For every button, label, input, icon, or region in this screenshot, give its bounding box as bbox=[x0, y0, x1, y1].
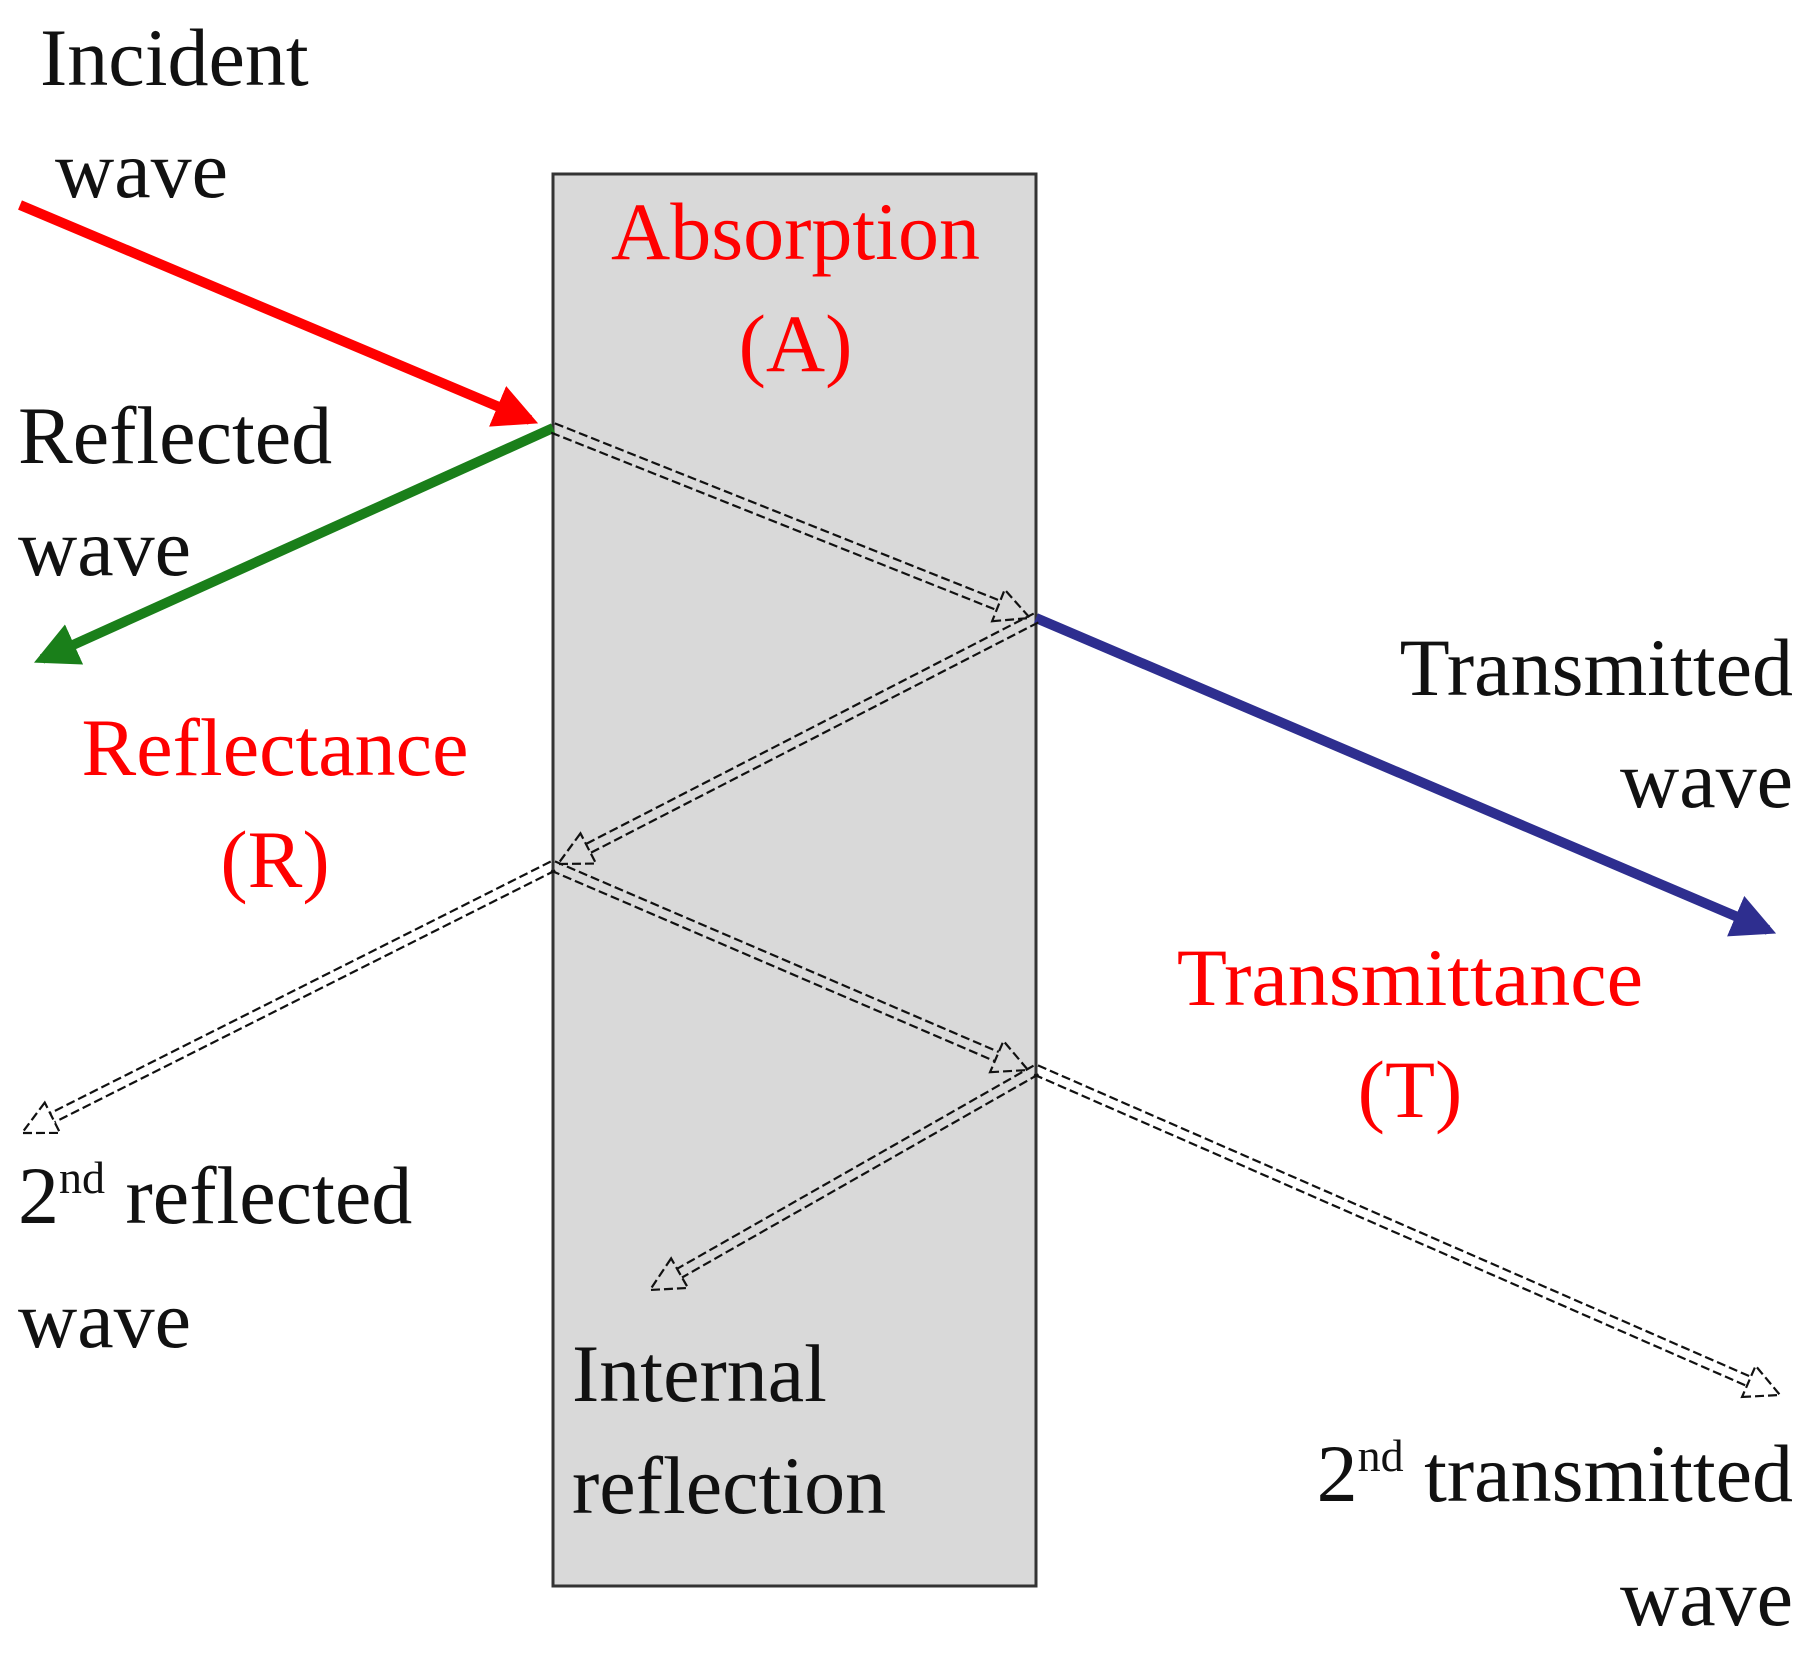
second-transmitted-line-2: wave bbox=[1619, 1552, 1793, 1643]
dashed-arrows bbox=[19, 422, 1783, 1399]
second-transmitted-num: 2 bbox=[1316, 1428, 1358, 1519]
internal-ray-3-arrow-rail bbox=[550, 869, 996, 1063]
reflected-wave-label: Reflected wave bbox=[18, 380, 332, 604]
incident-line-1: Incident bbox=[40, 12, 309, 103]
internal-ray-3-arrow-head bbox=[988, 1038, 1031, 1074]
second-transmitted-wave-label: 2nd transmitted wave bbox=[1317, 1418, 1793, 1654]
second-reflected-sup: nd bbox=[59, 1152, 105, 1203]
reflectance-label: Reflectance (R) bbox=[40, 692, 510, 916]
material-slab bbox=[551, 172, 1038, 1588]
absorption-line-1: Absorption bbox=[611, 186, 980, 277]
second-transmitted-sup: nd bbox=[1357, 1430, 1404, 1481]
second-reflected-arrow-rail bbox=[49, 860, 552, 1115]
internal-reflection-arrow-rail bbox=[676, 1064, 1035, 1270]
transmittance-line-2: (T) bbox=[1357, 1044, 1463, 1135]
second-reflected-arrow bbox=[19, 860, 556, 1135]
second-transmitted-arrow-head bbox=[1740, 1363, 1783, 1399]
second-reflected-line-1: 2nd reflected bbox=[18, 1140, 412, 1264]
transmitted-line-2: wave bbox=[1619, 734, 1793, 825]
internal-ray-2-arrow-rail bbox=[590, 621, 1039, 854]
reflectance-line-2: (R) bbox=[220, 814, 330, 905]
reflected-line-1: Reflected bbox=[18, 390, 333, 481]
internal-ray-2-arrow-rail bbox=[585, 612, 1035, 845]
absorption-label: Absorption (A) bbox=[563, 176, 1028, 400]
absorption-line-2: (A) bbox=[738, 298, 853, 389]
second-reflected-arrow-head bbox=[19, 1100, 62, 1135]
second-reflected-num: 2 bbox=[18, 1150, 59, 1241]
internal-ray-2-arrow bbox=[555, 612, 1039, 866]
second-reflected-arrow-rail bbox=[54, 869, 556, 1124]
transmitted-wave-label: Transmitted wave bbox=[1400, 612, 1793, 836]
transmittance-line-1: Transmittance bbox=[1176, 932, 1644, 1023]
internal-ray-2-arrow-head bbox=[555, 831, 598, 866]
transmitted-line-1: Transmitted bbox=[1399, 622, 1793, 713]
internal-ray-3-arrow-rail bbox=[554, 860, 1000, 1053]
internal-reflection-label: Internal reflection bbox=[572, 1318, 886, 1542]
incident-line-2: wave bbox=[55, 124, 229, 215]
internal-reflection-arrow-head bbox=[647, 1256, 690, 1292]
internal-ray-1-arrow-head bbox=[990, 587, 1033, 623]
internal-line-2: reflection bbox=[572, 1440, 887, 1531]
reflected-arrow bbox=[33, 423, 556, 665]
second-transmitted-line-1: 2nd transmitted bbox=[1317, 1418, 1793, 1542]
second-reflected-wave-label: 2nd reflected wave bbox=[18, 1140, 412, 1376]
transmitted-arrow bbox=[1034, 613, 1777, 937]
internal-line-1: Internal bbox=[572, 1328, 827, 1419]
internal-reflection-arrow-rail bbox=[681, 1073, 1040, 1279]
second-transmitted-rest: transmitted bbox=[1403, 1428, 1793, 1519]
transmittance-label: Transmittance (T) bbox=[1130, 922, 1690, 1146]
reflected-line-2: wave bbox=[18, 502, 192, 593]
incident-wave-label: Incident wave bbox=[40, 2, 309, 226]
reflectance-line-1: Reflectance bbox=[81, 702, 469, 793]
internal-ray-1-arrow-rail bbox=[550, 431, 997, 612]
internal-ray-1-arrow-rail bbox=[554, 422, 1001, 602]
internal-ray-1-arrow bbox=[550, 422, 1033, 623]
internal-ray-3-arrow bbox=[550, 860, 1031, 1074]
second-transmitted-arrow bbox=[1033, 1064, 1783, 1399]
second-reflected-rest: reflected bbox=[105, 1150, 413, 1241]
second-reflected-line-2: wave bbox=[18, 1274, 192, 1365]
internal-reflection-arrow bbox=[647, 1064, 1040, 1292]
incident-arrow bbox=[18, 200, 539, 427]
